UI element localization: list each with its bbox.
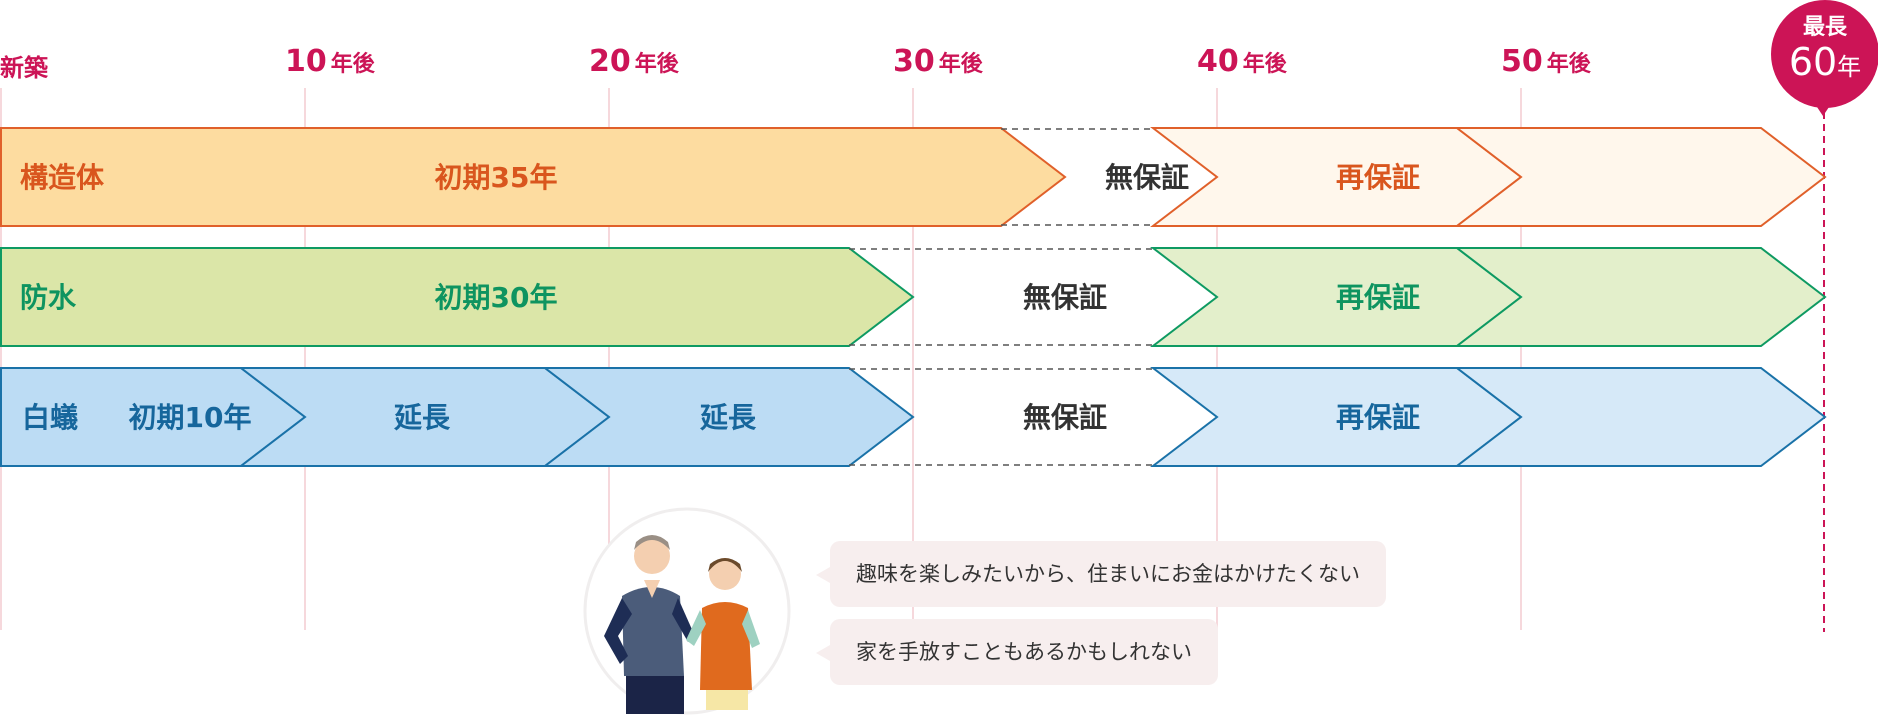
segment-label-termite-initial: 初期10年: [129, 404, 252, 432]
segment-label-termite-renew: 再保証: [1336, 404, 1420, 432]
row-label-waterproof: 防水: [20, 284, 76, 312]
couple-illustration: [582, 506, 792, 716]
segment-label-waterproof-initial: 初期30年: [435, 284, 558, 312]
segment-label-structure-renew: 再保証: [1336, 164, 1420, 192]
max-years-badge: 最長 60年: [1771, 0, 1878, 108]
segment-label-structure-initial: 初期35年: [435, 164, 558, 192]
segment-label-waterproof-renew: 再保証: [1336, 284, 1420, 312]
row-label-structure: 構造体: [20, 164, 104, 192]
segment-label-termite-none: 無保証: [1023, 404, 1107, 432]
segment-label-termite-extend-1: 延長: [394, 404, 450, 432]
max-badge-pointer: [1815, 104, 1831, 116]
speech-bubble-2: 家を手放すこともあるかもしれない: [830, 619, 1218, 685]
segment-label-waterproof-none: 無保証: [1023, 284, 1107, 312]
row-label-termite: 白蟻: [22, 404, 78, 432]
segment-label-structure-none: 無保証: [1105, 164, 1189, 192]
segment-label-termite-extend-2: 延長: [700, 404, 756, 432]
tick-label-start: 新築: [0, 48, 48, 83]
speech-bubble-1: 趣味を楽しみたいから、住まいにお金はかけたくない: [830, 541, 1386, 607]
